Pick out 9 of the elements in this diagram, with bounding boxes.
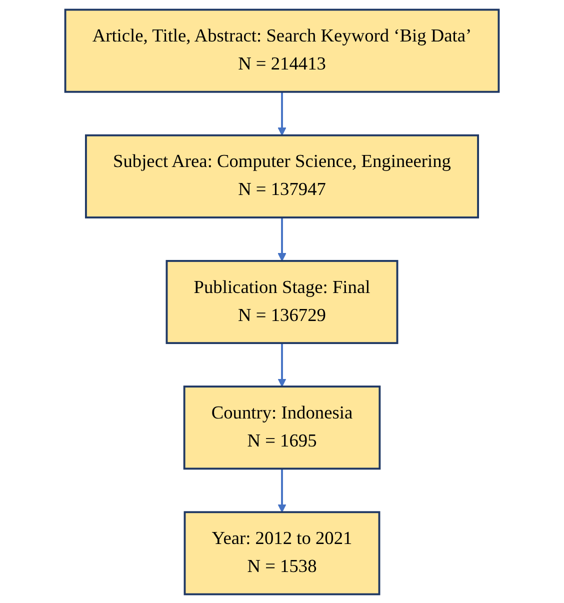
arrow	[278, 468, 286, 512]
arrow	[278, 216, 286, 261]
node-box: Subject Area: Computer Science, Engineering N = 137947	[85, 134, 479, 218]
node-box: Year: 2012 to 2021 N = 1538	[184, 510, 380, 595]
arrow	[278, 342, 286, 386]
arrow	[278, 91, 286, 136]
node-box: Article, Title, Abstract: Search Keyword ‘Big Data’ N = 214413	[64, 8, 500, 92]
node-box: Publication Stage: Final N = 136729	[166, 259, 398, 344]
node-box: Country: Indonesia N = 1695	[183, 385, 381, 470]
